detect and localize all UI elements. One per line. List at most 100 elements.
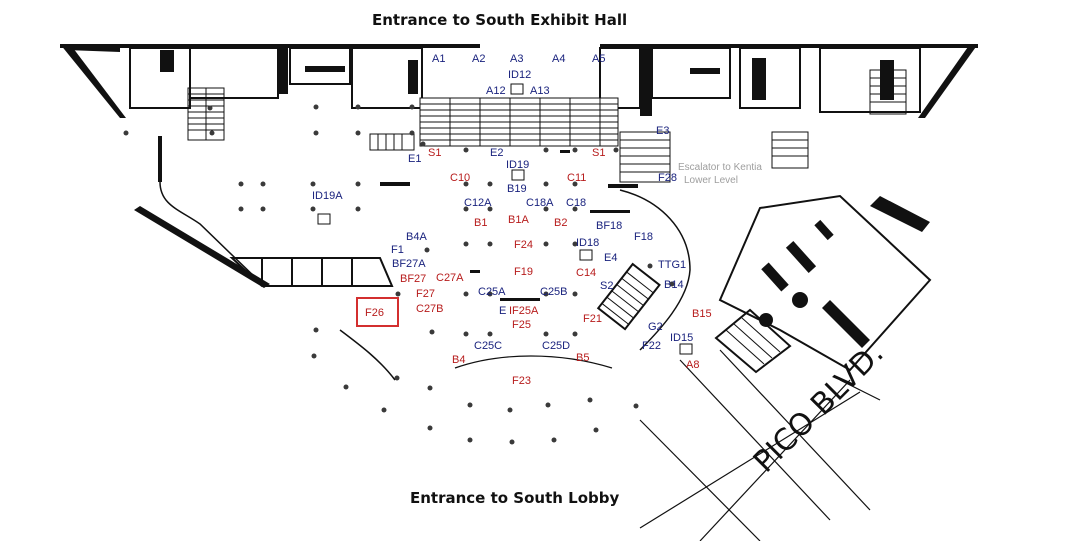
booth-square bbox=[679, 343, 693, 355]
pillar-dot bbox=[543, 241, 549, 247]
pillar-dot bbox=[260, 206, 266, 212]
booth-label-a3: A3 bbox=[510, 53, 523, 65]
booth-label-id19a: ID19A bbox=[312, 190, 343, 202]
booth-label-b19: B19 bbox=[507, 183, 527, 195]
pillar-dot bbox=[647, 263, 653, 269]
pillar-dot bbox=[463, 241, 469, 247]
pillar-dot bbox=[313, 104, 319, 110]
pillar-dot bbox=[394, 375, 400, 381]
booth-label-c25d: C25D bbox=[542, 340, 570, 352]
booth-label-f19: F19 bbox=[514, 266, 533, 278]
pillar-dot bbox=[543, 291, 549, 297]
pillar-dot bbox=[572, 147, 578, 153]
booth-label-e: E bbox=[499, 305, 506, 317]
booth-label-bf18: BF18 bbox=[596, 220, 622, 232]
booth-label-b14: B14 bbox=[664, 279, 684, 291]
booth-label-e2: E2 bbox=[490, 147, 503, 159]
pillar-dot bbox=[238, 181, 244, 187]
booth-label-b5: B5 bbox=[576, 352, 589, 364]
booth-label-f27: F27 bbox=[416, 288, 435, 300]
pillar-dot bbox=[463, 331, 469, 337]
booth-label-c25b: C25B bbox=[540, 286, 568, 298]
pillar-dot bbox=[463, 291, 469, 297]
booth-label-f22: F22 bbox=[642, 340, 661, 352]
booth-label-id15: ID15 bbox=[670, 332, 693, 344]
pillar-dot bbox=[463, 147, 469, 153]
pillar-dot bbox=[311, 353, 317, 359]
pillar-dot bbox=[427, 425, 433, 431]
pillar-dot bbox=[207, 105, 213, 111]
booth-label-s1: S1 bbox=[428, 147, 441, 159]
booth-square bbox=[317, 213, 331, 225]
pillar-dot bbox=[343, 384, 349, 390]
booth-label-a13: A13 bbox=[530, 85, 550, 97]
pillar-dot bbox=[487, 331, 493, 337]
booth-label-c18a: C18A bbox=[526, 197, 554, 209]
pillar-dot bbox=[572, 291, 578, 297]
booth-label-f24: F24 bbox=[514, 239, 533, 251]
booth-label-bf27: BF27 bbox=[400, 273, 426, 285]
pillar-dot bbox=[313, 327, 319, 333]
pillar-dot bbox=[467, 402, 473, 408]
booth-label-b4a: B4A bbox=[406, 231, 427, 243]
pillar-dot bbox=[424, 247, 430, 253]
pillar-dot bbox=[310, 206, 316, 212]
booth-label-b1: B1 bbox=[474, 217, 487, 229]
booth-label-a2: A2 bbox=[472, 53, 485, 65]
booth-label-f21: F21 bbox=[583, 313, 602, 325]
pillar-dot bbox=[381, 407, 387, 413]
booth-label-f25: F25 bbox=[512, 319, 531, 331]
pillar-dot bbox=[509, 439, 515, 445]
booth-label-b1a: B1A bbox=[508, 214, 529, 226]
pillar-dot bbox=[572, 206, 578, 212]
booth-label-c11: C11 bbox=[567, 172, 586, 184]
street-label: PICO BLVD. bbox=[747, 336, 891, 480]
pillar-dot bbox=[669, 281, 675, 287]
booth-label-ttg1: TTG1 bbox=[658, 259, 686, 271]
pillar-dot bbox=[487, 241, 493, 247]
booth-label-f28: F28 bbox=[658, 172, 677, 184]
booth-label-b2: B2 bbox=[554, 217, 567, 229]
booth-label-e3: E3 bbox=[656, 125, 669, 137]
pillar-dot bbox=[551, 437, 557, 443]
booth-label-c27b: C27B bbox=[416, 303, 444, 315]
booth-label-id19: ID19 bbox=[506, 159, 529, 171]
pillar-dot bbox=[420, 141, 426, 147]
pillar-dot bbox=[593, 427, 599, 433]
pillar-dots bbox=[123, 104, 675, 445]
pillar-dot bbox=[572, 181, 578, 187]
highlighted-booth-box bbox=[356, 297, 399, 327]
booth-label-f23: F23 bbox=[512, 375, 531, 387]
pillar-dot bbox=[507, 407, 513, 413]
booth-label-e1: E1 bbox=[408, 153, 421, 165]
pillar-dot bbox=[395, 291, 401, 297]
pillar-dot bbox=[587, 397, 593, 403]
pillar-dot bbox=[463, 206, 469, 212]
pillar-dot bbox=[355, 181, 361, 187]
pillar-dot bbox=[543, 147, 549, 153]
pillar-dot bbox=[238, 206, 244, 212]
pillar-dot bbox=[487, 181, 493, 187]
pillar-dot bbox=[313, 130, 319, 136]
pillar-dot bbox=[409, 104, 415, 110]
pillar-dot bbox=[310, 181, 316, 187]
booth-label-bf27a: BF27A bbox=[392, 258, 426, 270]
booth-label-c10: C10 bbox=[450, 172, 470, 184]
pillar-dot bbox=[572, 331, 578, 337]
escalator-note-line1: Escalator to Kentia bbox=[678, 162, 762, 173]
booth-label-a5: A5 bbox=[592, 53, 605, 65]
booth-label-b15: B15 bbox=[692, 308, 712, 320]
booth-label-if25a: IF25A bbox=[509, 305, 539, 317]
booth-label-id18: ID18 bbox=[576, 237, 599, 249]
booth-label-a12: A12 bbox=[486, 85, 506, 97]
booth-label-c27a: C27A bbox=[436, 272, 464, 284]
booth-label-c14: C14 bbox=[576, 267, 596, 279]
pillar-dot bbox=[467, 437, 473, 443]
booth-label-b4: B4 bbox=[452, 354, 465, 366]
pillar-dot bbox=[427, 385, 433, 391]
walls-and-structures bbox=[60, 44, 978, 541]
booth-label-c18: C18 bbox=[566, 197, 586, 209]
booth-square bbox=[511, 169, 525, 181]
booth-label-c12a: C12A bbox=[464, 197, 492, 209]
booth-label-c25c: C25C bbox=[474, 340, 502, 352]
